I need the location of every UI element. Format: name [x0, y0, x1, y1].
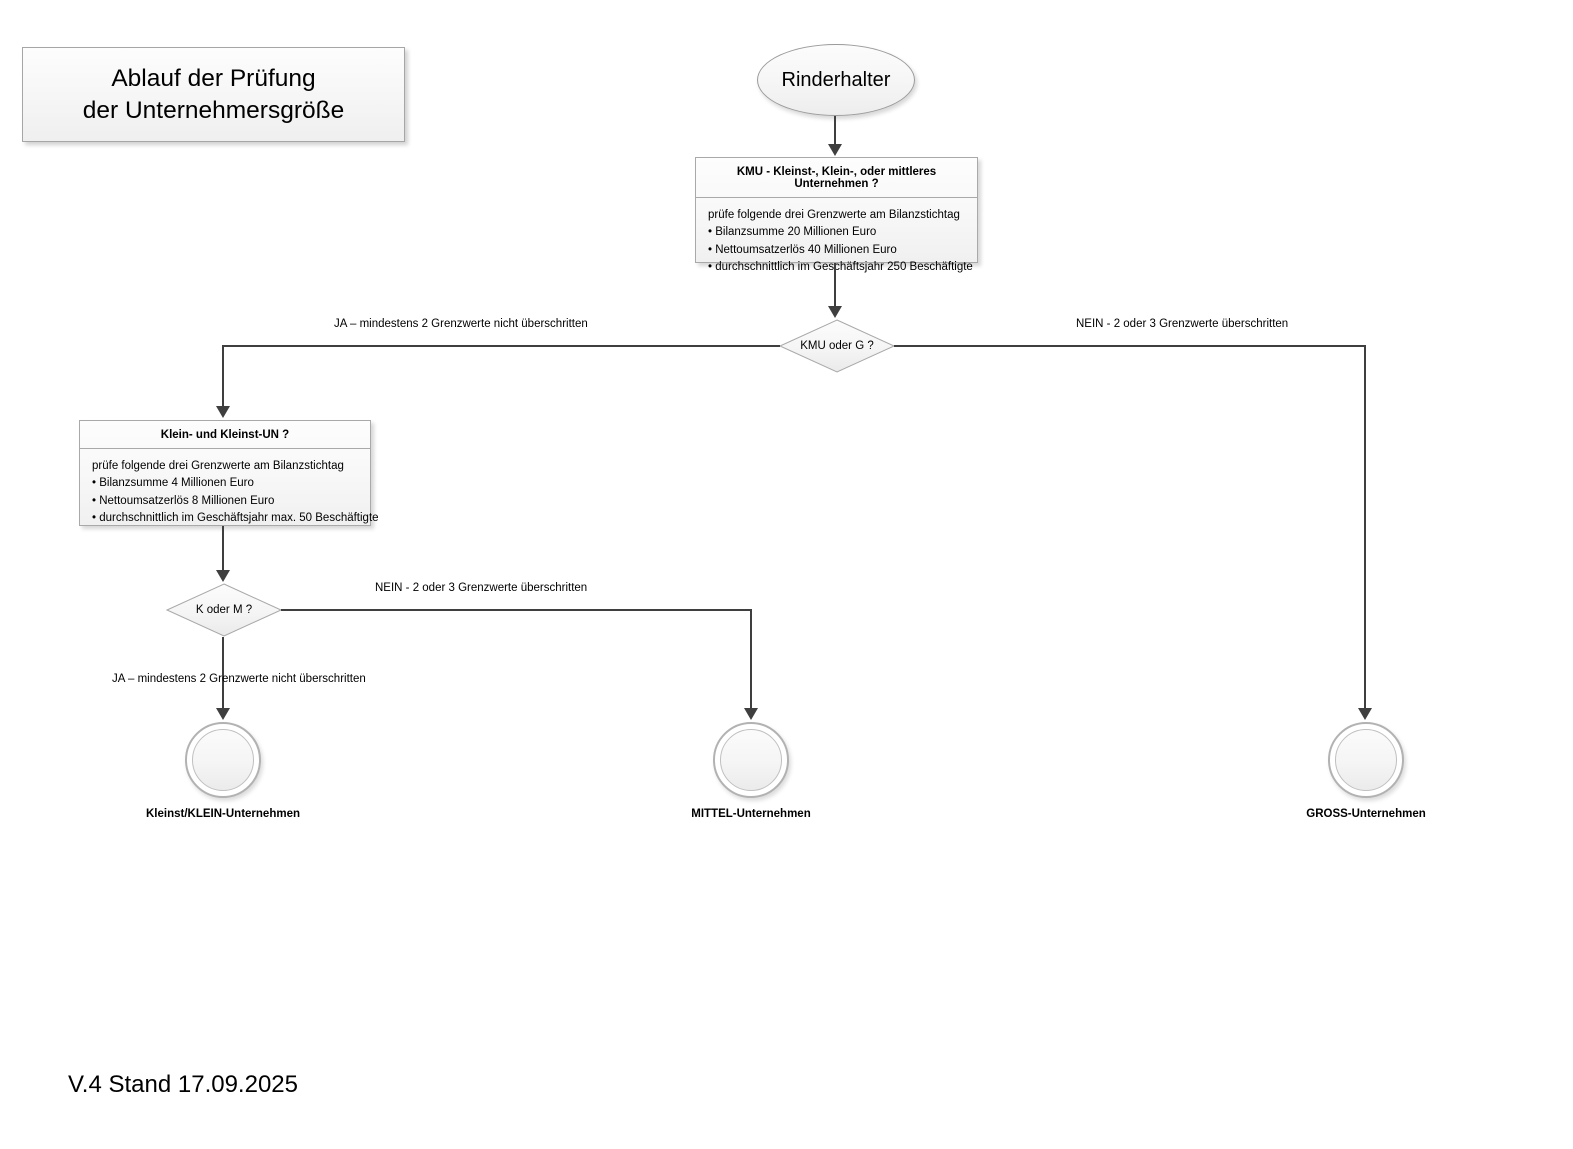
task-klein-intro: prüfe folgende drei Grenzwerte am Bilanz…	[92, 460, 344, 472]
task-klein-criterion-3: • durchschnittlich im Geschäftsjahr max.…	[92, 512, 379, 525]
arrow-km-yes-to-kleinst	[216, 708, 230, 720]
end-event-gross-label: GROSS-Unternehmen	[1306, 808, 1426, 820]
end-event-kleinst-klein-inner	[192, 729, 254, 791]
gateway-km-shape	[166, 583, 282, 637]
end-event-kleinst-klein	[185, 722, 261, 798]
edge-label-kmu-yes: JA – mindestens 2 Grenzwerte nicht übers…	[334, 318, 588, 330]
arrow-kmu-yes-to-klein	[216, 406, 230, 418]
start-event-rinderhalter: Rinderhalter	[757, 44, 915, 116]
connector-kmu-yes-vertical	[222, 345, 224, 407]
arrow-start-to-kmu	[828, 144, 842, 156]
end-event-mittel	[713, 722, 789, 798]
connector-km-yes-vertical	[222, 637, 224, 709]
task-klein-criterion-1: • Bilanzsumme 4 Millionen Euro	[92, 477, 254, 490]
task-klein-body: prüfe folgende drei Grenzwerte am Bilanz…	[80, 449, 379, 536]
task-kmu-check: KMU - Kleinst-, Klein-, oder mittleres U…	[695, 157, 978, 273]
gateway-kmu-shape	[779, 319, 895, 373]
edge-label-km-no: NEIN - 2 oder 3 Grenzwerte überschritten	[375, 582, 588, 594]
task-klein-criterion-2: • Nettoumsatzerlös 8 Millionen Euro	[92, 494, 275, 507]
edge-label-kmu-no: NEIN - 2 oder 3 Grenzwerte überschritten	[1076, 318, 1289, 330]
end-event-gross	[1328, 722, 1404, 798]
task-klein-check: Klein- und Kleinst-UN ? prüfe folgende d…	[79, 420, 379, 526]
task-kmu-criterion-3: • durchschnittlich im Geschäftsjahr 250 …	[708, 261, 973, 274]
diagram-title-box: Ablauf der Prüfung der Unternehmersgröße	[22, 47, 405, 142]
start-event-label: Rinderhalter	[781, 68, 891, 91]
connector-km-no-horizontal	[281, 609, 751, 611]
end-event-mittel-inner	[720, 729, 782, 791]
gateway-k-oder-m: K oder M ?	[166, 583, 282, 637]
gateway-kmu-oder-g: KMU oder G ?	[779, 319, 895, 373]
task-kmu-criterion-2: • Nettoumsatzerlös 40 Millionen Euro	[708, 243, 897, 256]
connector-km-no-vertical	[750, 609, 752, 709]
task-klein-header: Klein- und Kleinst-UN ?	[80, 421, 370, 449]
diagram-title-text: Ablauf der Prüfung der Unternehmersgröße	[82, 65, 345, 124]
end-event-mittel-label: MITTEL-Unternehmen	[691, 808, 811, 820]
connector-kmu-to-gateway	[834, 263, 836, 307]
end-event-kleinst-klein-label: Kleinst/KLEIN-Unternehmen	[146, 808, 300, 820]
arrow-km-no-to-mittel	[744, 708, 758, 720]
connector-kmu-no-horizontal	[894, 345, 1366, 347]
connector-klein-to-gateway	[222, 526, 224, 571]
task-kmu-header: KMU - Kleinst-, Klein-, oder mittleres U…	[696, 158, 977, 198]
task-kmu-intro: prüfe folgende drei Grenzwerte am Bilanz…	[708, 209, 960, 221]
connector-kmu-no-vertical	[1364, 345, 1366, 709]
version-stamp: V.4 Stand 17.09.2025	[68, 1071, 298, 1098]
task-kmu-body: prüfe folgende drei Grenzwerte am Bilanz…	[696, 198, 977, 285]
gateway-km-label: K oder M ?	[195, 604, 253, 616]
arrow-kmu-to-gateway	[828, 306, 842, 318]
connector-kmu-yes-horizontal	[223, 345, 780, 347]
connector-start-to-kmu	[834, 116, 836, 145]
edge-label-km-yes: JA – mindestens 2 Grenzwerte nicht übers…	[112, 673, 366, 685]
task-kmu-criterion-1: • Bilanzsumme 20 Millionen Euro	[708, 226, 877, 239]
arrow-klein-to-gateway	[216, 570, 230, 582]
end-event-gross-inner	[1335, 729, 1397, 791]
arrow-kmu-no-to-gross	[1358, 708, 1372, 720]
gateway-kmu-label: KMU oder G ?	[800, 340, 874, 352]
